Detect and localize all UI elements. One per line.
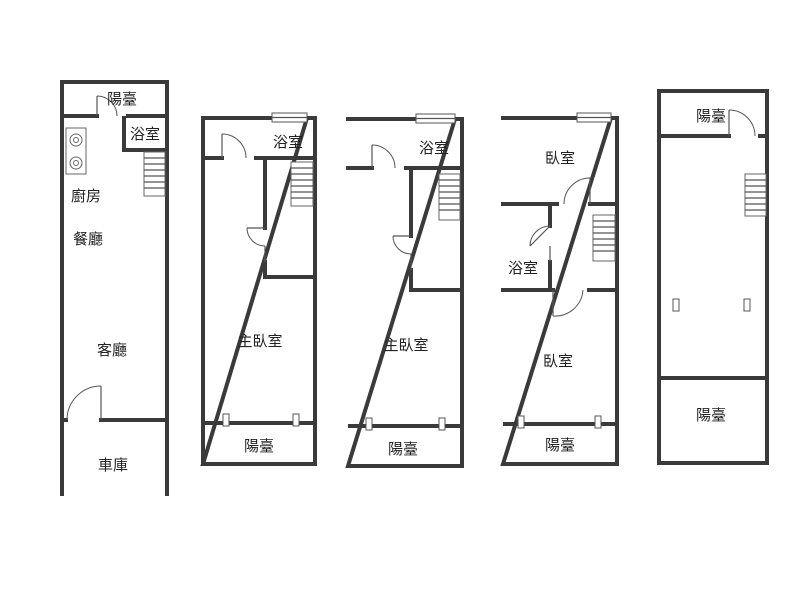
floor-1-garage-label: 車庫 bbox=[98, 456, 128, 474]
floor-2-balcony-label: 陽臺 bbox=[244, 437, 274, 455]
floor-2-stairs bbox=[290, 161, 314, 207]
floor-2-stair-wall bbox=[263, 158, 315, 279]
floor-4-balcony-label: 陽臺 bbox=[545, 436, 575, 454]
floor-1-right-wall bbox=[60, 80, 169, 496]
floor-3: 浴室 主臥室 陽臺 bbox=[345, 113, 464, 468]
floor-2: 浴室 主臥室 陽臺 bbox=[200, 112, 317, 466]
floor-3-balcony-label: 陽臺 bbox=[388, 440, 418, 458]
floor-5: 陽臺 陽臺 bbox=[657, 89, 769, 465]
floor-1-dining-label: 餐廳 bbox=[73, 230, 103, 248]
floor-4-top-bedroom-label: 臥室 bbox=[545, 149, 575, 167]
floor-3-bath-label: 浴室 bbox=[419, 139, 449, 157]
floor-1-balcony-label: 陽臺 bbox=[107, 90, 137, 108]
floor-5-bottom-balcony-label: 陽臺 bbox=[696, 406, 726, 424]
floor-5-top-balcony-label: 陽臺 bbox=[696, 107, 726, 125]
floor-1-stairs bbox=[143, 151, 166, 197]
floor-1-garage-door-swing bbox=[66, 385, 102, 421]
floor-4-bath-label: 浴室 bbox=[508, 259, 538, 277]
floor-2-outer-walls bbox=[200, 116, 317, 466]
floor-1-balcony-door-swing bbox=[96, 95, 118, 117]
floor-4-bottom-bedroom-label: 臥室 bbox=[543, 352, 573, 370]
floor-3-master-bedroom-label: 主臥室 bbox=[383, 336, 428, 354]
floor-4-outer-walls bbox=[500, 116, 619, 466]
floor-3-stair-wall bbox=[409, 168, 462, 292]
floor-1-bath-label: 浴室 bbox=[130, 125, 160, 143]
floor-5-outer-walls bbox=[657, 89, 769, 465]
floor-3-stairs bbox=[438, 173, 461, 221]
stove-icon bbox=[65, 127, 87, 175]
floor-4: 臥室 浴室 臥室 陽臺 bbox=[500, 112, 619, 466]
floor-2-bath-label: 浴室 bbox=[273, 133, 303, 151]
floor-5-stairs bbox=[744, 173, 767, 217]
floor-3-outer-walls bbox=[345, 117, 464, 468]
floor-4-stairs bbox=[592, 214, 616, 262]
floor-1-kitchen-label: 廚房 bbox=[71, 187, 101, 205]
floor-1-living-label: 客廳 bbox=[97, 341, 127, 359]
floor-2-master-bedroom-label: 主臥室 bbox=[237, 332, 282, 350]
floor-1-bath-wall bbox=[122, 116, 169, 152]
floor-1: 陽臺 浴室 廚房 餐廳 客廳 車庫 bbox=[60, 80, 169, 496]
